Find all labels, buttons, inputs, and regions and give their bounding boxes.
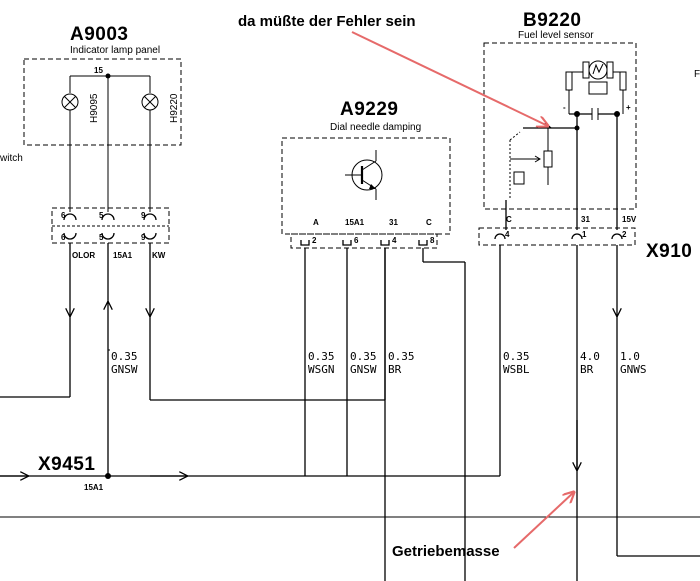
wire-label-gauge-1: 0.35: [111, 350, 138, 363]
transistor-icon: [345, 150, 383, 200]
a9229-signal-15a1: 15A1: [345, 218, 365, 227]
a9229-signal-c: C: [426, 218, 432, 227]
ground-annotation-arrow: [513, 492, 574, 549]
connector-left: 6 5 9 6 5 9 OLOR 15A1 KW: [51, 145, 170, 260]
a9003-net-15-label: 15: [94, 66, 103, 75]
module-a9229-code: A9229: [340, 99, 399, 120]
conn-mid-pin-4: 8: [430, 236, 435, 245]
svg-text:-: -: [563, 103, 566, 112]
motor-icon: - +: [563, 60, 631, 114]
wire-label-gauge-6: 4.0: [580, 350, 600, 363]
conn-mid-pin-1: 2: [312, 236, 317, 245]
wire-label-gauge-7: 1.0: [620, 350, 640, 363]
conn-left-bottom-pin-2: 5: [99, 233, 104, 242]
module-a9229-desc: Dial needle damping: [330, 122, 421, 133]
conn-left-bottom-pin-3: 9: [141, 233, 146, 242]
module-a9229-boundary: [281, 137, 451, 235]
x910-pin-3: 2: [622, 230, 627, 239]
x910-signal-15v: 15V: [622, 215, 637, 224]
svg-text:+: +: [626, 103, 631, 112]
module-b9220-code: B9220: [523, 10, 582, 31]
fault-annotation: da müßte der Fehler sein: [238, 13, 548, 126]
connector-x910-code: X910: [646, 241, 692, 262]
x910-pin-2: 1: [582, 230, 587, 239]
conn-mid-pin-3: 4: [392, 236, 397, 245]
splice-x9451-code: X9451: [38, 454, 95, 475]
conn-left-top-pin-1: 6: [61, 211, 66, 220]
module-b9220-boundary: [483, 42, 637, 210]
conn-left-signal-3: KW: [152, 251, 166, 260]
x910-signal-31: 31: [581, 215, 590, 224]
ground-annotation-text: Getriebemasse: [392, 543, 500, 560]
connector-mid: 2 6 4 8: [290, 233, 438, 249]
conn-mid-pin-2: 6: [354, 236, 359, 245]
fault-annotation-text: da müßte der Fehler sein: [238, 13, 416, 30]
wire-label-color-4: BR: [388, 363, 402, 376]
conn-left-top-pin-3: 9: [141, 211, 146, 220]
module-b9220-desc: Fuel level sensor: [518, 30, 594, 41]
conn-left-signal-1: OLOR: [72, 251, 95, 260]
ground-annotation: Getriebemasse: [392, 492, 574, 560]
wire-label-gauge-5: 0.35: [503, 350, 530, 363]
right-edge-label: F: [694, 69, 700, 80]
wire-label-color-6: BR: [580, 363, 594, 376]
wire-label-color-7: GNWS: [620, 363, 647, 376]
connector-x910: 4 1 2 C 31 15V X910: [478, 215, 692, 262]
a9229-signal-a: A: [313, 218, 319, 227]
conn-left-signal-2: 15A1: [113, 251, 133, 260]
wire-label-gauge-4: 0.35: [388, 350, 415, 363]
module-b9220: B9220 Fuel level sensor - +: [483, 10, 637, 230]
a9229-signal-31: 31: [389, 218, 398, 227]
wire-label-color-3: GNSW: [350, 363, 377, 376]
lamp-h9220-icon: [141, 93, 159, 111]
module-a9003: A9003 Indicator lamp panel 15 H9095 H922…: [23, 24, 182, 146]
fault-annotation-arrow: [351, 31, 548, 126]
lamp-h9220-label: H9220: [169, 93, 180, 123]
switch-edge-label: witch: [0, 153, 23, 164]
wire-label-color-2: WSGN: [308, 363, 335, 376]
module-a9003-boundary: [23, 58, 182, 146]
lamp-h9095-label: H9095: [89, 93, 100, 123]
module-a9229: A9229 Dial needle damping A 15A1 31 C: [281, 99, 451, 235]
wire-label-gauge-3: 0.35: [350, 350, 377, 363]
wire-label-color-5: WSBL: [503, 363, 530, 376]
conn-left-top-pin-2: 5: [99, 211, 104, 220]
wire-label-gauge-2: 0.35: [308, 350, 335, 363]
wire-label-color-1: GNSW: [111, 363, 138, 376]
module-a9003-code: A9003: [70, 24, 129, 45]
splice-point: [105, 473, 111, 479]
lamp-h9095-icon: [61, 93, 79, 111]
wire-labels: 0.35 GNSW 0.35 WSGN 0.35 GNSW 0.35 BR 0.…: [108, 349, 647, 376]
x910-pin-1: 4: [505, 230, 510, 239]
splice-x9451-net: 15A1: [84, 483, 104, 492]
conn-left-bottom-pin-1: 6: [61, 233, 66, 242]
module-a9003-desc: Indicator lamp panel: [70, 45, 160, 56]
x910-signal-c: C: [506, 215, 512, 224]
potentiometer-icon: [509, 128, 553, 200]
